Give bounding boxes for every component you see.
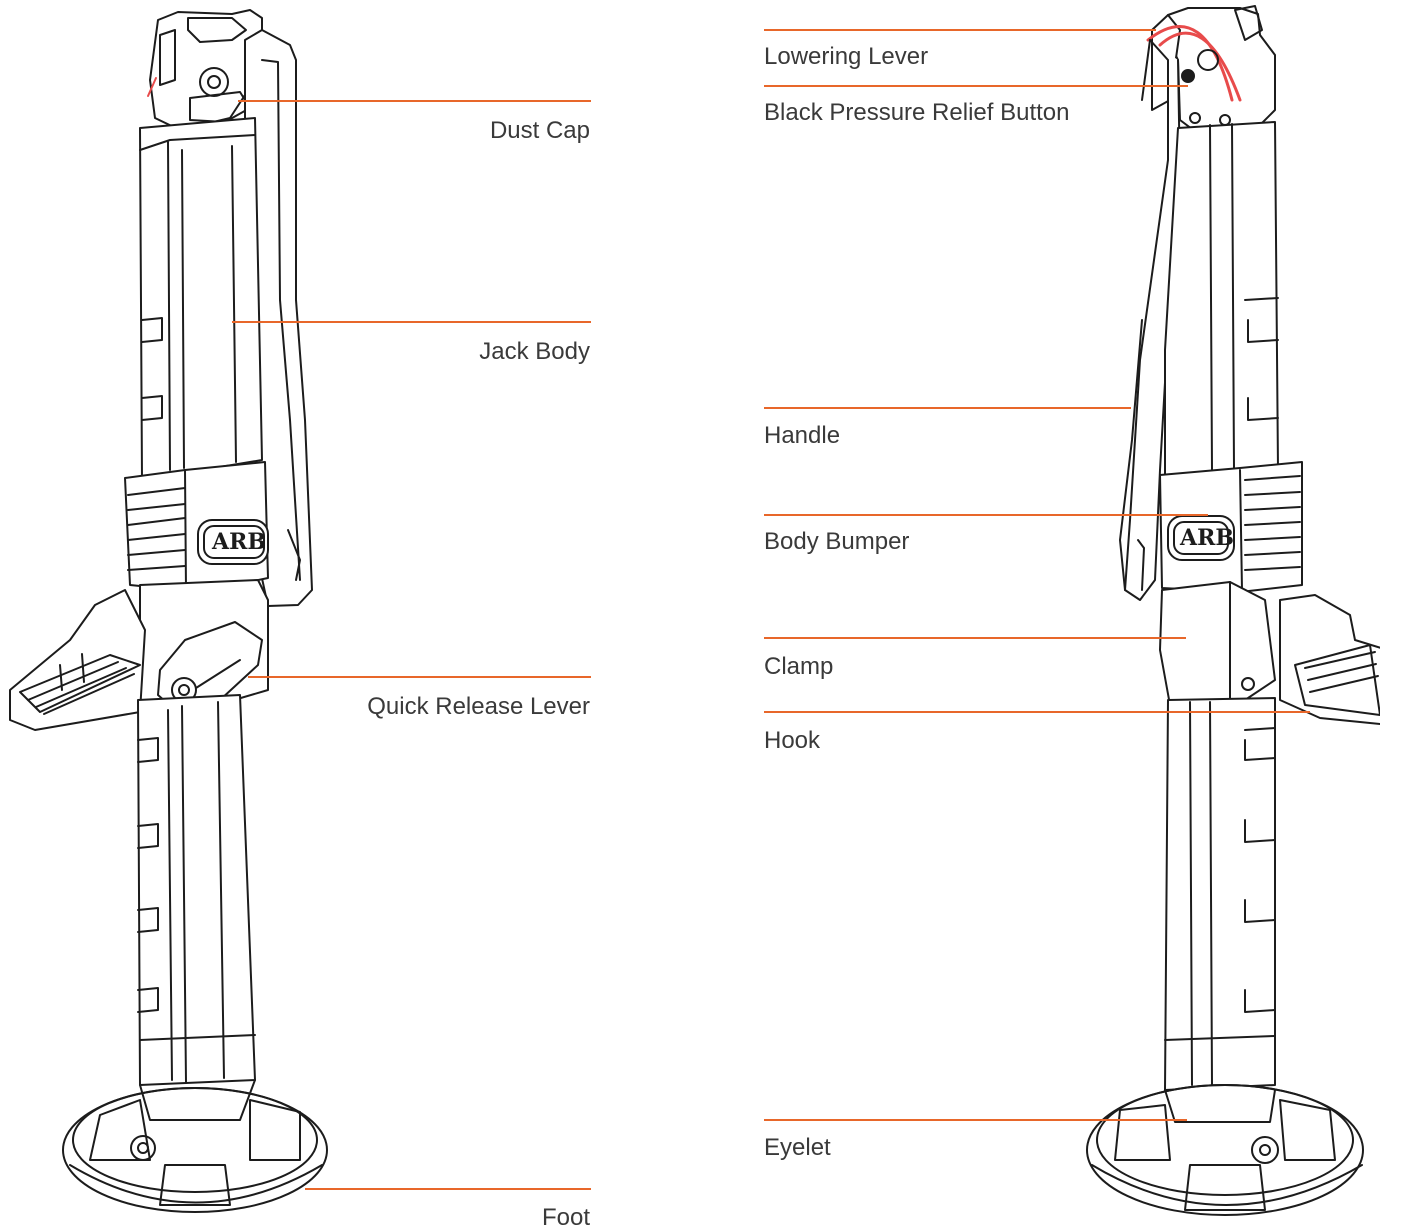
hook-leader	[764, 711, 1310, 713]
quick-release-lever-label: Quick Release Lever	[367, 693, 590, 720]
jack-body-leader	[232, 321, 591, 323]
body-bumper-leader	[764, 514, 1208, 516]
foot-label: Foot	[541, 1204, 590, 1231]
dust-cap-leader	[238, 100, 591, 102]
pressure-relief-button-leader	[764, 85, 1188, 87]
right-jack-logo: ARB	[1180, 525, 1234, 551]
hook-label: Hook	[764, 727, 821, 754]
lowering-lever-leader	[764, 29, 1156, 31]
jack-body-label: Jack Body	[479, 338, 590, 365]
quick-release-lever-leader	[248, 676, 591, 678]
foot-leader	[305, 1188, 591, 1190]
body-bumper-label: Body Bumper	[764, 528, 910, 555]
lowering-lever-label: Lowering Lever	[764, 43, 929, 70]
clamp-label: Clamp	[764, 653, 834, 680]
eyelet-leader	[764, 1119, 1187, 1121]
handle-leader	[764, 407, 1131, 409]
dust-cap-label: Dust Cap	[489, 117, 590, 144]
clamp-leader	[764, 637, 1186, 639]
left-jack-illustration	[9, 9, 328, 1213]
right-jack-illustration	[1086, 5, 1380, 1216]
handle-label: Handle	[764, 422, 841, 449]
pressure-relief-button-label: Black Pressure Relief Button	[764, 99, 1070, 126]
left-jack-logo: ARB	[212, 529, 266, 555]
eyelet-label: Eyelet	[764, 1134, 831, 1161]
